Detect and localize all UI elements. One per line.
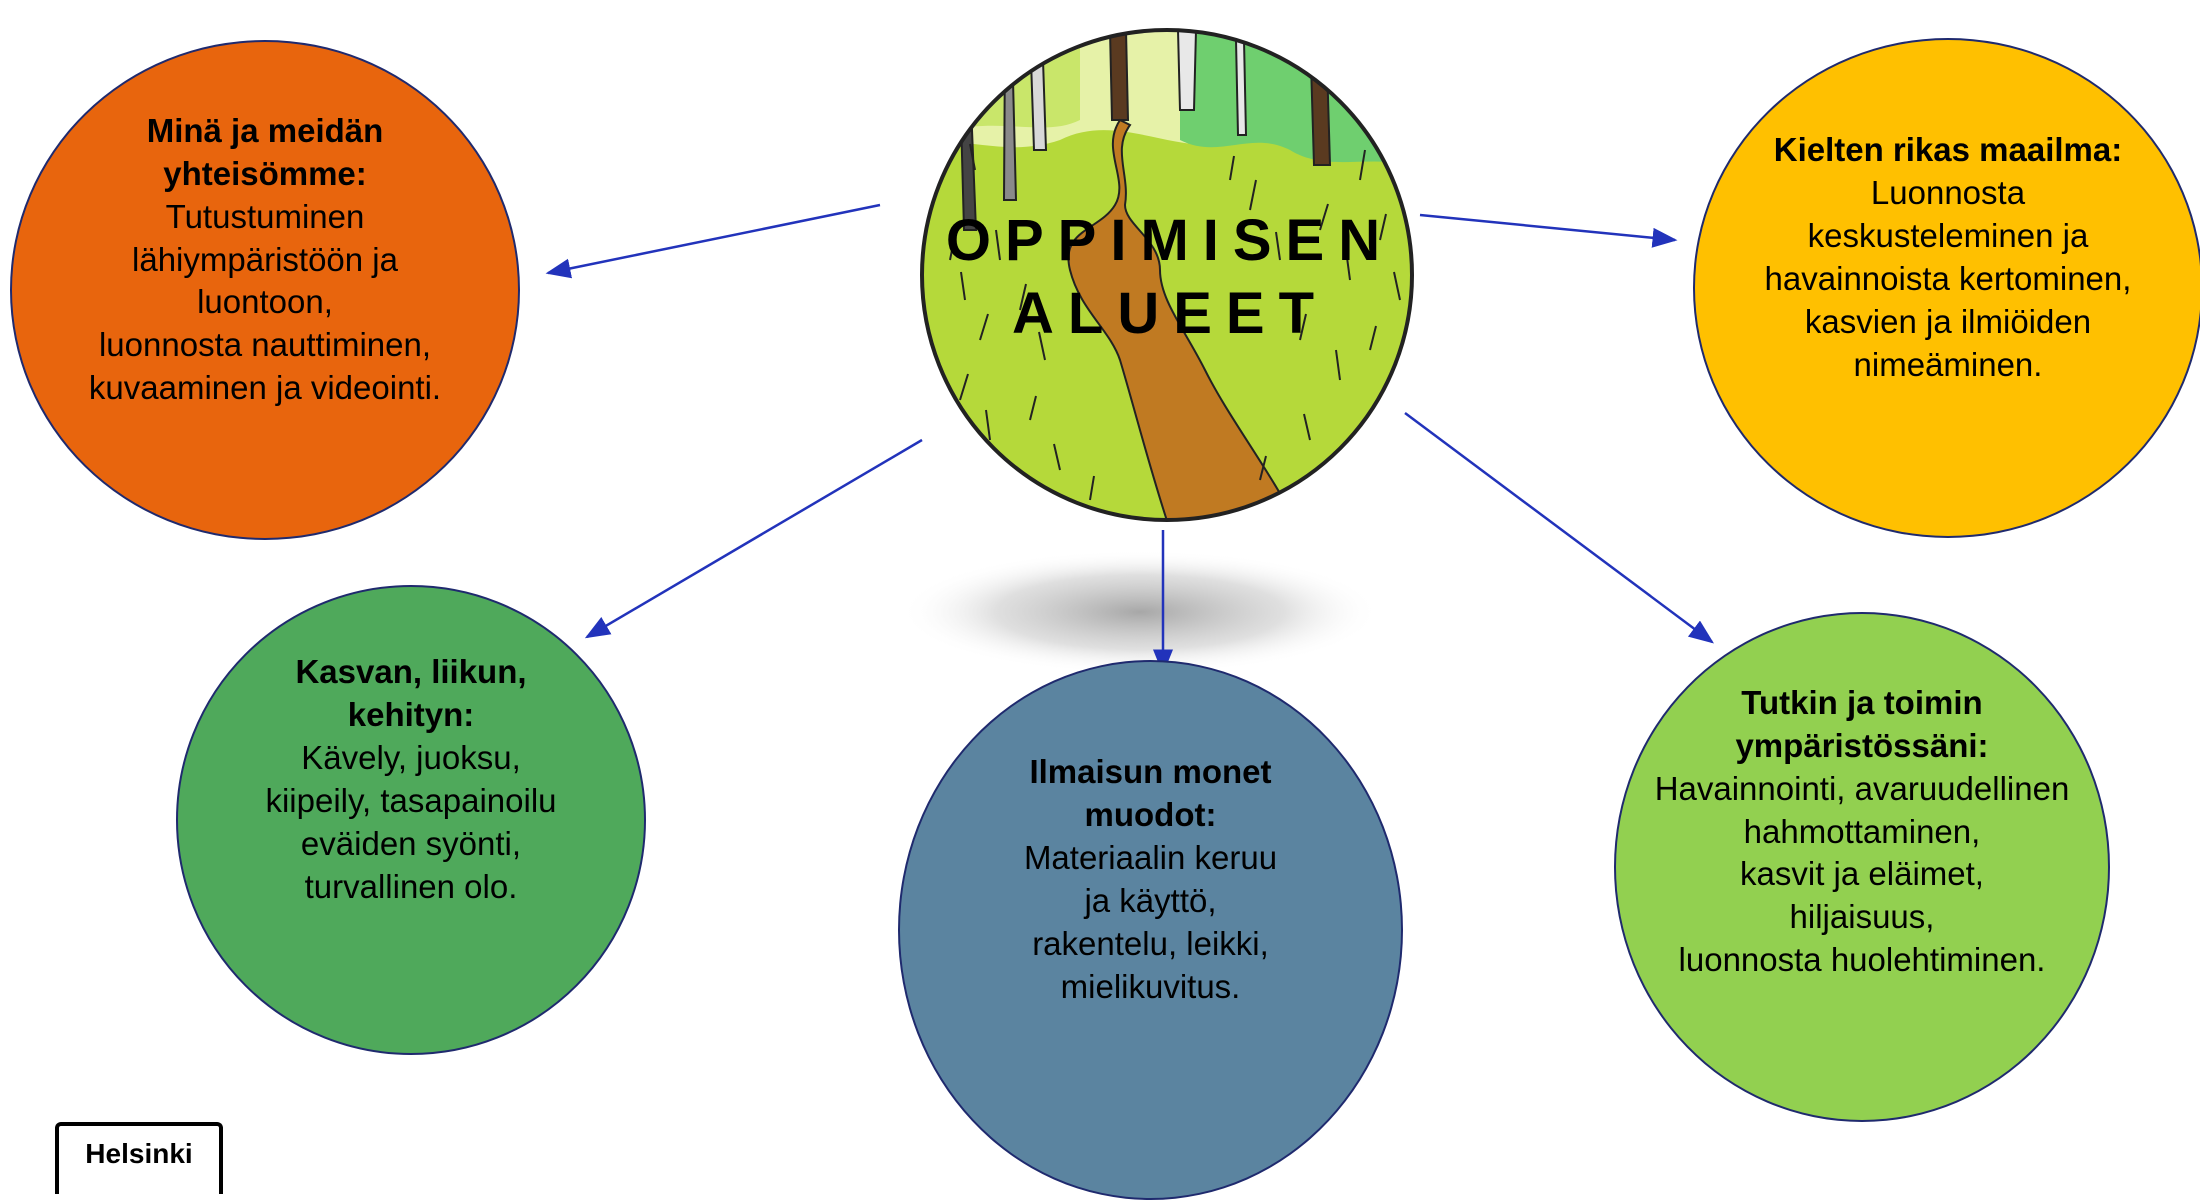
center-title: OPPIMISEN ALUEET <box>945 208 1395 346</box>
node-exploration-title: Tutkin ja toimin ympäristössäni: <box>1735 683 1989 764</box>
helsinki-logo: Helsinki <box>55 1122 223 1194</box>
center-shadow <box>900 550 1380 674</box>
node-community: Minä ja meidän yhteisömme: Tutustuminen … <box>10 40 520 540</box>
node-expression: Ilmaisun monet muodot: Materiaalin keruu… <box>898 660 1403 1200</box>
arrow-to-green <box>584 438 923 639</box>
node-community-body: Tutustuminen lähiympäristöön ja luontoon… <box>88 197 442 407</box>
node-languages: Kielten rikas maailma: Luonnosta keskust… <box>1693 38 2200 538</box>
node-languages-title: Kielten rikas maailma: <box>1773 131 2123 169</box>
node-community-title: Minä ja meidän yhteisömme: <box>146 111 384 192</box>
arrow-to-orange <box>545 203 881 279</box>
node-exploration: Tutkin ja toimin ympäristössäni: Havainn… <box>1614 612 2110 1122</box>
node-expression-body: Materiaalin keruu ja käyttö, rakentelu, … <box>1023 839 1278 1005</box>
node-languages-body: Luonnosta keskusteleminen ja havainnoist… <box>1764 174 2132 383</box>
node-growth: Kasvan, liikun, kehityn: Kävely, juoksu,… <box>176 585 646 1055</box>
arrow-to-lime <box>1404 411 1715 644</box>
arrow-to-yellow <box>1419 213 1678 248</box>
node-growth-title: Kasvan, liikun, kehityn: <box>295 653 527 734</box>
node-growth-body: Kävely, juoksu, kiipeily, tasapainoilu e… <box>265 739 557 905</box>
node-expression-title: Ilmaisun monet muodot: <box>1029 753 1272 834</box>
node-exploration-body: Havainnointi, avaruudellinen hahmottamin… <box>1654 769 2070 979</box>
